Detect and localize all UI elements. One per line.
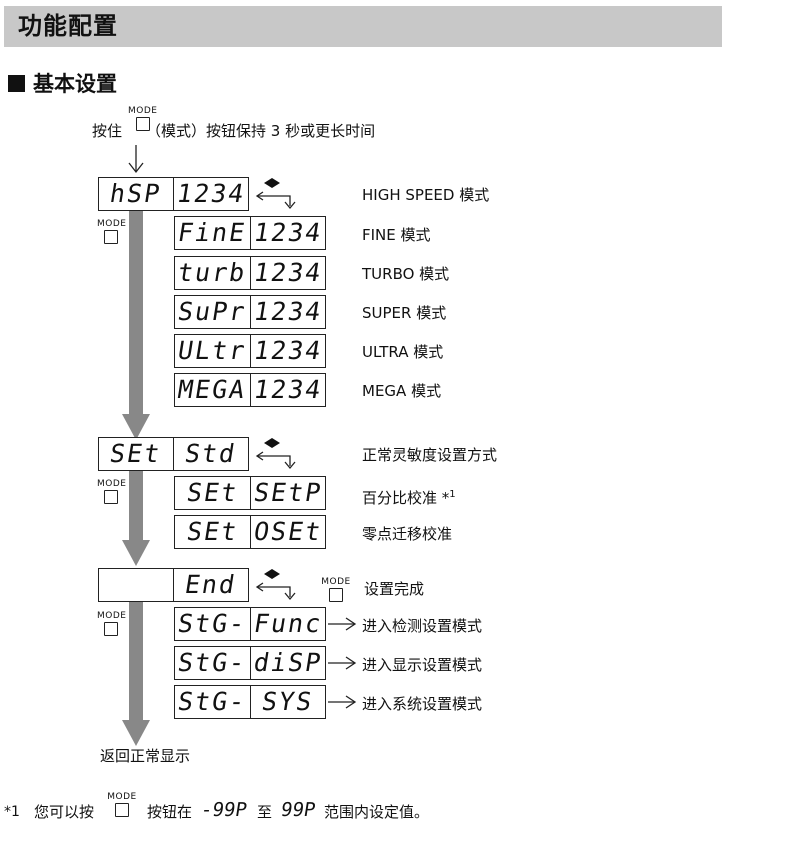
cycle-arrow-icon — [255, 438, 296, 470]
lcd-display-mega: MEGA 1234 — [174, 373, 326, 407]
lcd-left-text: turb — [176, 258, 249, 287]
return-text: 返回正常显示 — [100, 747, 191, 765]
title-bar — [4, 6, 722, 47]
lcd-right-text: SEtP — [251, 478, 325, 507]
mode-description: HIGH SPEED 模式 — [362, 186, 490, 204]
mode-button-box — [115, 803, 129, 817]
mode-button-icon: MODE — [97, 611, 127, 636]
lcd-display-super: SuPr 1234 — [174, 295, 326, 329]
lcd-right-text: OSEt — [251, 517, 325, 546]
lcd-display-ultra: ULtr 1234 — [174, 334, 326, 368]
lcd-right-text: 1234 — [251, 297, 325, 326]
flow-arrow-head-1 — [122, 414, 150, 440]
lcd-right-text: 1234 — [251, 375, 325, 404]
lcd-left-text: SuPr — [176, 297, 249, 326]
lcd-right-text: SYS — [260, 687, 316, 716]
cycle-arrow-icon — [255, 569, 296, 601]
mode-button-label: MODE — [107, 792, 137, 802]
mode-button-box — [135, 117, 150, 131]
lcd-left-text: MEGA — [176, 375, 249, 404]
mode-button-label: MODE — [97, 219, 127, 229]
mode-description: MEGA 模式 — [362, 382, 442, 400]
mode-button-box — [104, 490, 118, 504]
right-arrow-icon — [328, 695, 357, 709]
lcd-left-text: SEt — [184, 517, 241, 546]
lcd-display-fine: FinE 1234 — [174, 216, 326, 250]
lcd-left-text: StG- — [176, 648, 249, 677]
setting-description: 设置完成 — [364, 580, 425, 598]
mode-button-label: MODE — [97, 479, 127, 489]
mode-button-label: MODE — [321, 577, 351, 587]
lcd-display-turbo: turb 1234 — [174, 256, 326, 290]
lcd-right-text: diSP — [251, 648, 325, 677]
mode-button-label: MODE — [128, 106, 158, 116]
page-title: 功能配置 — [18, 12, 118, 40]
lcd-right-text: 1234 — [251, 258, 325, 287]
setting-description-text: 百分比校准 * — [362, 489, 450, 507]
mode-button-icon: MODE — [104, 792, 140, 817]
section-heading: 基本设置 — [8, 70, 117, 98]
cycle-arrow-icon — [255, 178, 296, 210]
flow-arrow-shaft-3 — [129, 602, 143, 724]
lcd-right-text: Std — [183, 439, 239, 468]
lcd-right-text: 1234 — [174, 179, 248, 208]
instruction-before: 按住 — [92, 122, 123, 140]
lcd-right-text: End — [183, 570, 239, 599]
setting-description: 百分比校准 *1 — [362, 485, 456, 508]
footnote-text-to: 至 — [257, 803, 273, 821]
mode-button-icon: MODE — [97, 479, 127, 504]
square-bullet-icon — [8, 75, 25, 92]
mode-description: ULTRA 模式 — [362, 343, 444, 361]
mode-button-icon: MODE — [97, 219, 127, 244]
lcd-display-set-std: SEt Std — [98, 437, 249, 471]
lcd-right-text: 1234 — [251, 218, 325, 247]
mode-button-box — [104, 230, 118, 244]
right-arrow-icon — [328, 656, 357, 670]
mode-description: FINE 模式 — [362, 226, 431, 244]
down-arrow-icon — [128, 145, 144, 174]
lcd-left-text: SEt — [184, 478, 241, 507]
lcd-left-text: FinE — [176, 218, 249, 247]
lcd-left-text: StG- — [176, 687, 249, 716]
footnote-text-before: 您可以按 — [34, 803, 95, 821]
lcd-display-set-oset: SEt OSEt — [174, 515, 326, 549]
setting-description: 正常灵敏度设置方式 — [362, 446, 498, 464]
footnote-marker: *1 — [4, 804, 20, 820]
lcd-display-set-setp: SEt SEtP — [174, 476, 326, 510]
right-arrow-icon — [328, 617, 357, 631]
mode-button-label: MODE — [97, 611, 127, 621]
lcd-left-text: ULtr — [176, 336, 249, 365]
setting-description: 进入显示设置模式 — [362, 656, 483, 674]
mode-description: SUPER 模式 — [362, 304, 447, 322]
flow-arrow-head-2 — [122, 540, 150, 566]
setting-description: 进入检测设置模式 — [362, 617, 483, 635]
flow-arrow-shaft-2 — [129, 470, 143, 544]
lcd-right-text: 1234 — [251, 336, 325, 365]
setting-description: 零点迁移校准 — [362, 525, 453, 543]
footnote-ref: 1 — [449, 489, 456, 500]
lcd-display-stg-func: StG- Func — [174, 607, 326, 641]
mode-button-box — [104, 622, 118, 636]
footnote-value-max: 99P — [279, 799, 318, 821]
flow-arrow-head-3 — [122, 720, 150, 746]
lcd-display-stg-disp: StG- diSP — [174, 646, 326, 680]
footnote-text-middle: 按钮在 — [147, 803, 193, 821]
mode-button-icon: MODE — [320, 577, 352, 602]
lcd-display-stg-sys: StG- SYS — [174, 685, 326, 719]
footnote-text-after: 范围内设定值。 — [324, 803, 430, 821]
lcd-left-text: hSP — [108, 179, 164, 208]
lcd-display-end: End — [98, 568, 249, 602]
mode-button-box — [329, 588, 343, 602]
mode-button-icon: MODE — [128, 106, 157, 131]
flow-arrow-shaft-1 — [129, 209, 143, 423]
lcd-left-text: StG- — [176, 609, 249, 638]
lcd-left-text: SEt — [108, 439, 164, 468]
lcd-display-hsp: hSP 1234 — [98, 177, 249, 211]
lcd-right-text: Func — [251, 609, 325, 638]
section-heading-text: 基本设置 — [33, 72, 117, 96]
mode-description: TURBO 模式 — [362, 265, 450, 283]
footnote-value-min: -99P — [199, 799, 249, 821]
setting-description: 进入系统设置模式 — [362, 695, 483, 713]
instruction-after: （模式）按钮保持 3 秒或更长时间 — [146, 122, 376, 140]
